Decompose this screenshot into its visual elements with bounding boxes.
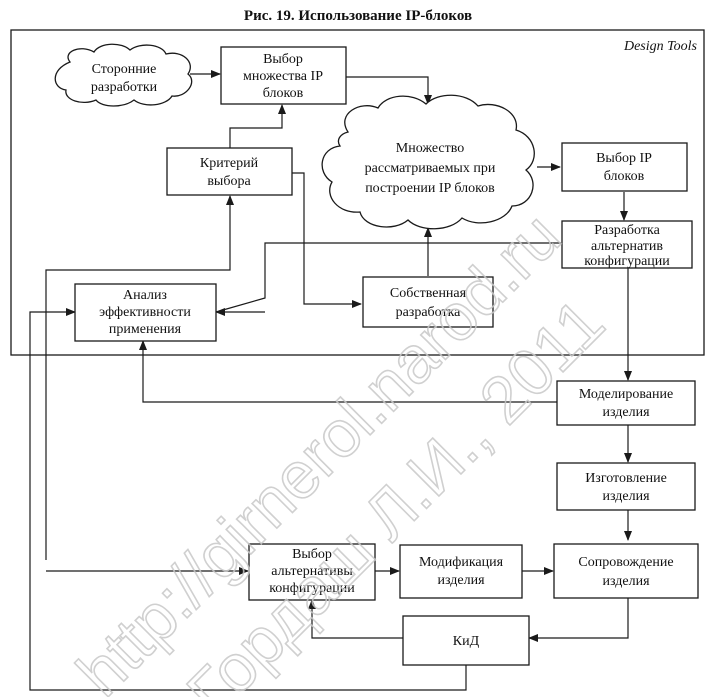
box-manufacturing: Изготовление изделия (556, 462, 696, 511)
ip-set-line-1: Множество (396, 141, 465, 156)
cloud-ip-set: Множество рассматриваемых при построении… (321, 94, 535, 230)
select-ip-line-1: Выбор IP (596, 151, 652, 166)
develop-alt-line-1: Разработка (594, 223, 660, 238)
arrow-kid-to-select-alt (308, 599, 403, 639)
develop-alt-line-3: конфигурации (584, 254, 670, 269)
arrow-modeling-to-analysis (139, 340, 557, 403)
third-party-line-2: разработки (91, 80, 158, 95)
line-develop-alt-to-analysis (215, 242, 561, 313)
select-ip-line-2: блоков (604, 169, 645, 184)
analysis-line-3: применения (109, 322, 182, 337)
arrow-criterion-to-select-set (229, 104, 286, 148)
arrow-support-to-kid (528, 598, 629, 642)
own-dev-line-1: Собственная (390, 286, 467, 301)
box-analysis: Анализ эффективности применения (74, 283, 217, 342)
modification-line-1: Модификация (419, 555, 504, 570)
box-own-dev: Собственная разработка (362, 276, 494, 328)
box-modeling: Моделирование изделия (556, 380, 696, 426)
own-dev-line-2: разработка (396, 305, 462, 320)
arrow-analysis-loop-to-criterion (45, 195, 234, 560)
select-alt-line-3: конфигурации (269, 581, 355, 596)
box-support: Сопровождение изделия (553, 543, 699, 599)
watermark: http://girnerol.narod.ru Гордаш Л.И., 20… (62, 198, 619, 697)
box-kid: КиД (402, 615, 530, 666)
connectors (29, 70, 632, 691)
select-set-line-2: множества IP (243, 69, 323, 84)
box-select-alt: Выбор альтернативы конфигурации (248, 543, 376, 601)
design-tools-frame (10, 29, 705, 356)
select-alt-line-2: альтернативы (271, 564, 353, 579)
ip-set-line-2: рассматриваемых при (365, 161, 496, 176)
support-line-2: изделия (602, 574, 650, 589)
third-party-line-1: Сторонние (92, 62, 157, 77)
ip-set-line-3: построении IP блоков (365, 181, 495, 196)
box-modification: Модификация изделия (399, 544, 523, 599)
analysis-line-1: Анализ (123, 288, 167, 303)
select-set-line-3: блоков (263, 86, 304, 101)
box-develop-alt: Разработка альтернатив конфигурации (561, 220, 693, 269)
arrow-kid-loop-to-analysis (29, 308, 467, 691)
box-select-ip: Выбор IP блоков (561, 142, 688, 192)
criterion-line-1: Критерий (200, 156, 259, 171)
analysis-line-2: эффективности (99, 305, 191, 320)
develop-alt-line-2: альтернатив (591, 239, 663, 254)
modification-line-2: изделия (437, 573, 485, 588)
select-set-line-1: Выбор (263, 52, 303, 67)
arrow-select-set-to-ip-set (346, 76, 432, 105)
arrow-criterion-to-own-dev (292, 172, 362, 308)
modeling-line-1: Моделирование (579, 387, 673, 402)
box-select-set: Выбор множества IP блоков (220, 46, 347, 105)
kid-label: КиД (453, 634, 480, 649)
design-tools-label: Design Tools (623, 39, 698, 54)
criterion-line-2: выбора (207, 174, 251, 189)
support-line-1: Сопровождение (578, 555, 673, 570)
select-alt-line-1: Выбор (292, 547, 332, 562)
cloud-third-party: Сторонние разработки (54, 43, 193, 107)
manufacturing-line-2: изделия (602, 489, 650, 504)
box-criterion: Критерий выбора (166, 147, 293, 196)
manufacturing-line-1: Изготовление (585, 471, 667, 486)
figure-title: Рис. 19. Использование IP-блоков (244, 8, 472, 24)
modeling-line-2: изделия (602, 405, 650, 420)
